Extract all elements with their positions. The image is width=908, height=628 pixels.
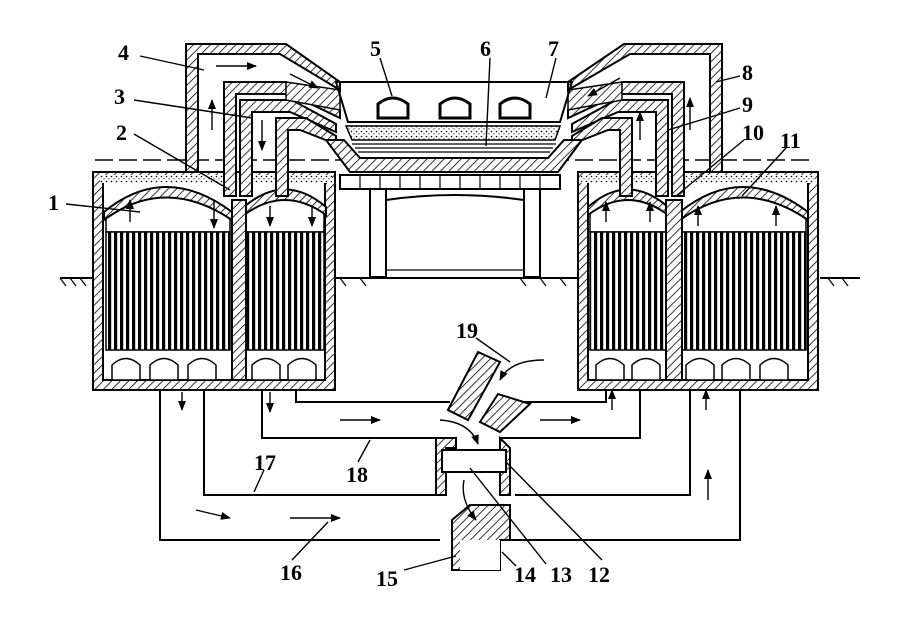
callout-11: 11 xyxy=(780,128,801,153)
callout-2: 2 xyxy=(116,120,127,145)
callout-19: 19 xyxy=(456,318,478,343)
callout-3: 3 xyxy=(114,84,125,109)
leader-lines xyxy=(65,55,787,571)
callout-1: 1 xyxy=(48,190,59,215)
callout-17: 17 xyxy=(254,450,276,475)
callout-12: 12 xyxy=(588,562,610,587)
callout-7: 7 xyxy=(548,36,559,61)
callout-18: 18 xyxy=(346,462,368,487)
left-flues xyxy=(185,43,341,197)
callout-6: 6 xyxy=(480,36,491,61)
callout-labels: 1 2 3 4 5 6 7 8 9 10 11 12 13 14 15 16 1… xyxy=(48,36,801,591)
callout-8: 8 xyxy=(742,60,753,85)
melting-furnace xyxy=(324,81,584,278)
right-regenerators xyxy=(577,171,819,391)
callout-10: 10 xyxy=(742,120,764,145)
callout-9: 9 xyxy=(742,92,753,117)
flue-ducts xyxy=(159,350,741,571)
callout-4: 4 xyxy=(118,40,129,65)
callout-13: 13 xyxy=(550,562,572,587)
callout-14: 14 xyxy=(514,562,536,587)
callout-16: 16 xyxy=(280,560,302,585)
callout-5: 5 xyxy=(370,36,381,61)
callout-15: 15 xyxy=(376,566,398,591)
